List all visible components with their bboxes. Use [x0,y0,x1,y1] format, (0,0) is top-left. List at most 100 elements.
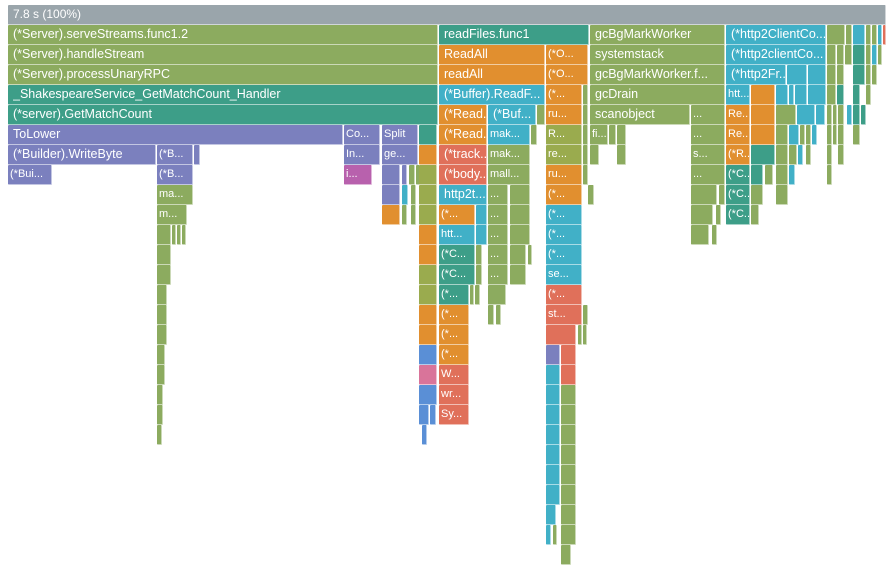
flame-frame[interactable] [866,85,871,105]
flame-frame[interactable]: Re... [726,105,750,125]
flame-frame[interactable]: (*... [439,345,469,365]
flame-frame[interactable] [488,305,494,325]
flame-frame[interactable] [812,125,817,145]
flame-frame[interactable] [853,105,860,125]
flame-frame[interactable] [827,45,836,65]
flame-frame[interactable] [531,125,537,145]
flame-frame[interactable] [157,345,165,365]
flame-frame[interactable]: (*track... [439,145,487,165]
flame-frame[interactable]: (*Server).serveStreams.func1.2 [8,25,438,45]
flame-frame[interactable] [157,265,171,285]
flame-frame[interactable] [883,25,886,45]
flame-frame[interactable]: _ShakespeareService_GetMatchCount_Handle… [8,85,438,105]
flame-frame[interactable] [787,65,807,85]
flame-frame[interactable] [751,185,763,205]
flame-frame[interactable]: (*B... [157,165,193,185]
flame-frame[interactable] [583,125,588,145]
flame-frame[interactable] [419,345,437,365]
flame-frame[interactable] [866,25,871,45]
flame-frame[interactable] [409,165,415,185]
flame-frame[interactable] [866,45,871,65]
flame-frame[interactable] [838,125,844,145]
flame-frame[interactable]: (*http2clientCo... [726,45,826,65]
flame-frame[interactable] [476,245,482,265]
flame-frame[interactable]: (*Bui... [8,165,52,185]
flame-frame[interactable] [561,445,576,465]
flame-frame[interactable] [609,125,616,145]
flame-frame[interactable]: Sy... [439,405,469,425]
flame-frame[interactable] [789,85,794,105]
flame-frame[interactable]: ... [691,125,725,145]
flame-frame[interactable] [578,325,582,345]
flame-frame[interactable] [872,25,877,45]
flame-frame[interactable] [833,105,837,125]
flame-frame[interactable] [845,45,852,65]
flame-frame[interactable] [402,185,408,205]
flame-frame[interactable] [546,525,551,545]
flame-frame[interactable] [776,105,796,125]
flame-frame[interactable] [853,125,860,145]
flame-frame[interactable]: htt... [439,225,475,245]
flame-frame[interactable] [776,185,788,205]
flame-frame[interactable]: (*... [439,205,475,225]
flame-frame[interactable] [751,205,759,225]
flame-frame[interactable]: ... [488,185,508,205]
flame-frame[interactable] [382,185,400,205]
flame-frame[interactable] [691,185,717,205]
flame-frame[interactable]: (*http2Fr... [726,65,786,85]
flame-frame[interactable] [808,65,826,85]
flame-frame[interactable] [827,25,845,45]
flame-frame[interactable]: (*http2ClientCo... [726,25,826,45]
flame-frame[interactable]: mall... [488,165,530,185]
flame-frame[interactable] [172,225,176,245]
flame-frame[interactable] [419,305,437,325]
flame-frame[interactable] [789,165,795,185]
flame-frame[interactable] [561,345,576,365]
flame-frame[interactable] [776,125,788,145]
flame-frame[interactable] [402,165,407,185]
flame-frame[interactable] [546,465,560,485]
flame-frame[interactable]: mak... [488,125,530,145]
flame-frame[interactable]: (*C... [439,245,475,265]
flame-frame[interactable] [853,25,865,45]
flame-frame[interactable] [837,65,844,85]
flame-frame[interactable] [194,145,200,165]
flame-frame[interactable]: gcBgMarkWorker.f... [590,65,725,85]
flame-frame[interactable] [806,125,811,145]
flame-frame[interactable] [751,165,763,185]
flame-frame[interactable]: (*R... [726,145,750,165]
flame-frame[interactable] [419,145,437,165]
flame-frame[interactable]: (*... [546,245,582,265]
flame-frame[interactable]: (*C... [726,205,750,225]
flame-frame[interactable]: ... [488,265,508,285]
flame-frame[interactable] [776,85,788,105]
flame-frame[interactable]: (*O... [546,65,588,85]
flame-frame[interactable] [546,445,560,465]
flame-frame[interactable] [878,45,882,65]
flame-frame[interactable] [853,65,865,85]
flame-frame[interactable]: s... [691,145,725,165]
flame-frame[interactable]: (*body... [439,165,487,185]
flame-frame[interactable] [827,125,832,145]
flame-frame[interactable] [588,185,594,205]
flame-frame[interactable] [528,245,532,265]
flame-frame[interactable] [496,305,501,325]
flame-frame[interactable] [157,325,167,345]
flame-frame[interactable] [561,425,576,445]
flame-frame[interactable] [561,485,576,505]
flame-frame[interactable] [546,325,576,345]
flame-frame[interactable] [510,245,526,265]
flame-frame[interactable]: (*Buffer).ReadF... [439,85,545,105]
flame-frame[interactable]: (*C... [439,265,475,285]
flame-frame[interactable] [419,285,437,305]
flame-frame[interactable] [157,365,165,385]
flame-frame[interactable]: st... [546,305,582,325]
flame-frame[interactable] [853,45,865,65]
flame-frame[interactable] [382,205,400,225]
flame-frame[interactable]: W... [439,365,469,385]
flame-frame[interactable] [853,85,860,105]
flame-frame[interactable]: (*C... [726,165,750,185]
flame-frame[interactable]: (*... [546,85,582,105]
flame-frame[interactable] [411,205,416,225]
flame-frame[interactable] [719,185,725,205]
